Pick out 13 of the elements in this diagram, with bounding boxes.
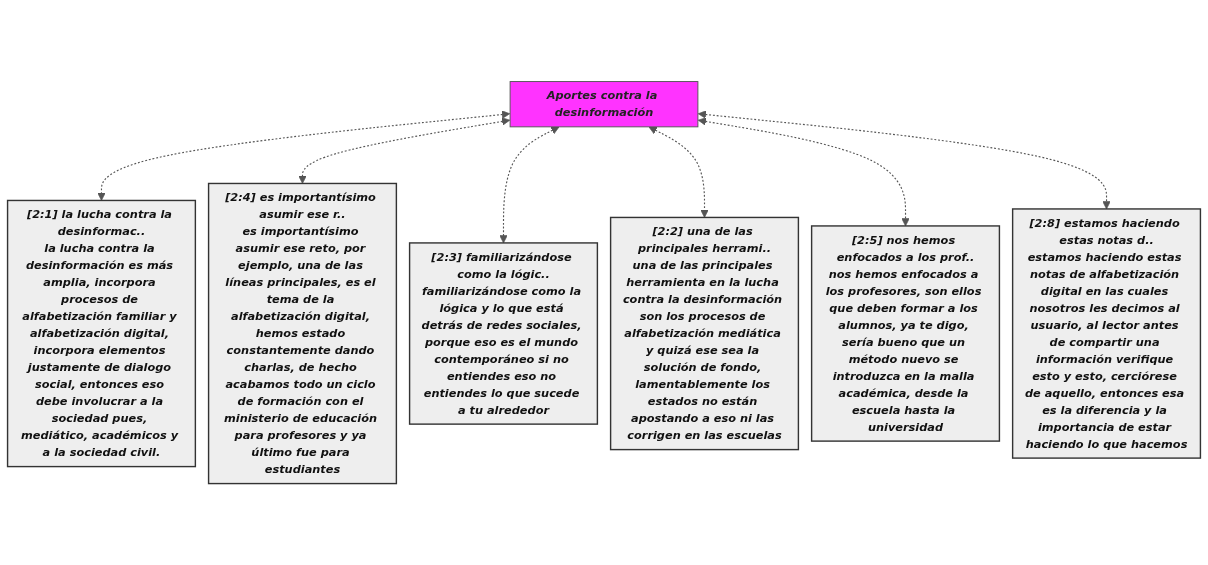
node-box: [2:8] estamos haciendo estas notas d.. estamos haciendo estas notas de alfabetización digital en las cuales nosotros les decimos al usuario, al lector antes de compartir una información verifique esto y esto, cerciórese de aquello, entonces esa es la diferencia y la importancia de estar haciendo lo que hacemos (1011, 208, 1202, 459)
arrow (499, 126, 560, 244)
arrow (298, 117, 511, 184)
node-box: [2:1] la lucha contra la desinformac.. la lucha contra la desinformación es más amplia, incorpora procesos de alfabetización familiar y alfabetización digital, incorpora elementos justamente de dialogo social, entonces eso debe involucrar a la sociedad pues, mediático, académicos y a la sociedad civil. (6, 199, 197, 468)
arrow (648, 126, 709, 218)
arrow (97, 110, 511, 201)
node-box: Aportes contra la desinformación (509, 81, 699, 128)
node-box: [2:2] una de las principales herrami.. una de las principales herramienta en la lucha contra la desinformación son los procesos de alfabetización mediática y quizá ese sea la solución de fondo, lamentablemente los estados no están apostando a eso ni las corrigen en las escuelas (609, 216, 800, 451)
arrow (697, 110, 1111, 210)
node-box: [2:4] es importantísimo asumir ese r.. es importantísimo asumir ese reto, por ejemplo, una de las líneas principales, es el tema de la alfabetización digital, hemos estado constantemente dando charlas, de hecho acabamos todo un ciclo de formación con el ministerio de educación para profesores y ya último fue para estudiantes (207, 182, 398, 485)
node-box: [2:5] nos hemos enfocados a los prof.. nos hemos enfocados a los profesores, son ellos que deben formar a los alumnos, ya te digo, sería bueno que un método nuevo se introduzca en la malla académica, desde la escuela hasta la universidad (810, 225, 1001, 442)
arrow (697, 117, 910, 227)
node-box: [2:3] familiarizándose como la lógic.. familiarizándose como la lógica y lo que está detrás de redes sociales, porque eso es el mundo contemporáneo si no entiendes eso no entiendes lo que sucede a tu alrededor (408, 242, 599, 425)
